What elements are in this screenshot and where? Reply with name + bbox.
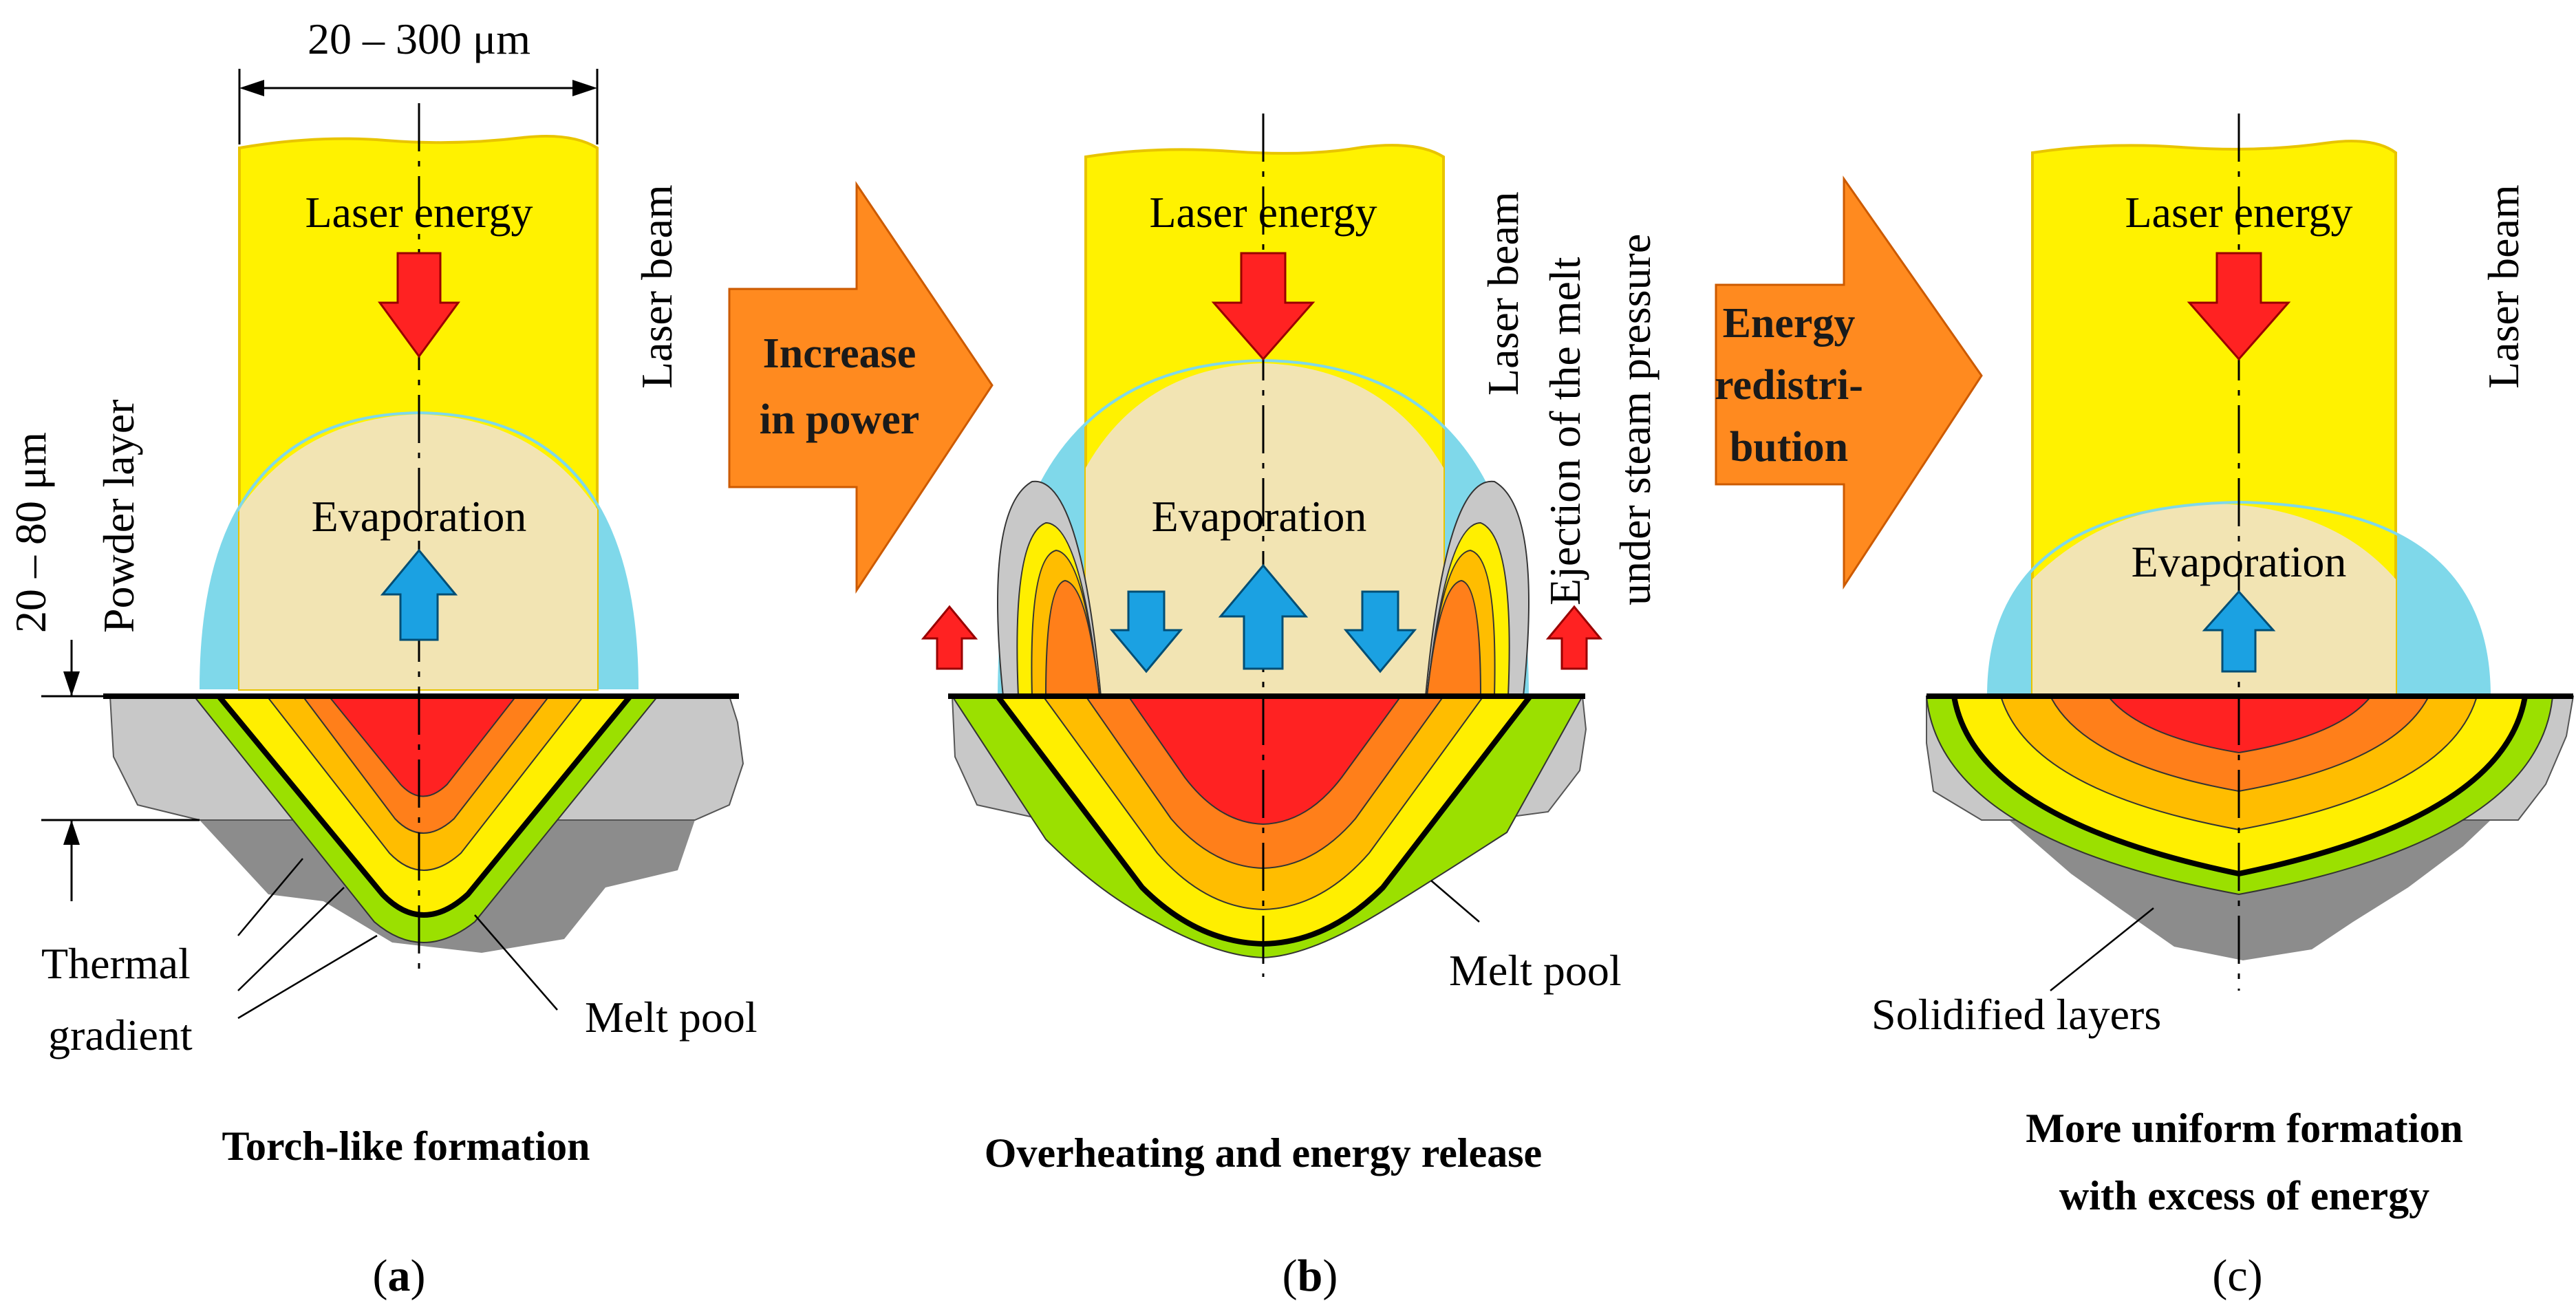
- arrow2-line2: redistri-: [1715, 362, 1863, 409]
- melt-pool-label-a: Melt pool: [585, 993, 758, 1042]
- powder-layer-label: Powder layer: [94, 400, 143, 633]
- caption-a: Torch-like formation: [222, 1123, 590, 1169]
- sublabel-b: (b): [1282, 1251, 1338, 1301]
- thermal-gradient-label-2: gradient: [48, 1011, 193, 1059]
- laser-energy-down-arrow-a: [378, 252, 460, 358]
- panel-b: Laser energy Laser beam Ejection of the …: [921, 114, 1660, 1301]
- evaporation-label-c: Evaporation: [2132, 537, 2347, 586]
- laser-energy-label-c: Laser energy: [2125, 188, 2352, 237]
- arrow1-line2: in power: [760, 396, 920, 443]
- plume-inner-b: [1086, 363, 1443, 696]
- melt-pool-label-b: Melt pool: [1449, 946, 1622, 995]
- plume-inner-c: [2032, 504, 2396, 696]
- ejection-lobes-left: [997, 480, 1102, 697]
- solidified-leader: [2050, 907, 2154, 991]
- arrow2-line3: bution: [1730, 424, 1848, 471]
- caption-c-line1: More uniform formation: [2026, 1106, 2462, 1151]
- depth-dimension-a: 20 – 80 μm: [6, 432, 200, 901]
- ejection-label-2: under steam pressure: [1611, 234, 1660, 605]
- melt-pool-leader-b: [1430, 880, 1480, 923]
- caption-c-line2: with excess of energy: [2059, 1173, 2429, 1218]
- laser-energy-down-arrow-c: [2187, 252, 2291, 361]
- melt-pool-b: [951, 694, 1584, 959]
- caption-b: Overheating and energy release: [985, 1130, 1542, 1176]
- evaporation-up-arrow-b: [1218, 563, 1309, 670]
- transition-arrow-energy-redistribution: Energy redistri- bution: [1715, 175, 1983, 590]
- evaporation-up-arrow-c: [2202, 590, 2276, 673]
- width-dimension-a: 20 – 300 μm: [238, 14, 599, 144]
- solidified-layers-label: Solidified layers: [1871, 990, 2161, 1039]
- laser-beam-label-b: Laser beam: [1479, 191, 1527, 396]
- width-dim-label: 20 – 300 μm: [308, 14, 530, 63]
- transition-arrow-increase-power: Increase in power: [728, 181, 994, 594]
- thermal-gradient-leaders: [237, 858, 558, 1020]
- sublabel-c: (c): [2212, 1251, 2262, 1301]
- laser-beam-label-c: Laser beam: [2479, 184, 2528, 389]
- thermal-gradient-label-1: Thermal: [41, 939, 191, 988]
- laser-energy-label-a: Laser energy: [305, 188, 533, 237]
- ejection-lobes-right: [1424, 480, 1530, 697]
- sublabel-a: (a): [373, 1251, 426, 1301]
- ejection-label-1: Ejection of the melt: [1541, 257, 1589, 605]
- ejection-arrow-left: [921, 605, 978, 670]
- panel-c: Laser energy Laser beam Evaporation Soli…: [1871, 114, 2575, 1301]
- arrow1-line1: Increase: [763, 330, 916, 377]
- depth-dim-label: 20 – 80 μm: [6, 432, 55, 633]
- evaporation-label-a: Evaporation: [312, 492, 527, 541]
- down-arrow-b-left: [1109, 590, 1183, 674]
- down-arrow-b-right: [1343, 590, 1417, 674]
- evaporation-up-arrow-a: [380, 548, 458, 641]
- panel-a: 20 – 300 μm 20 – 80 μm Powder layer Lase…: [6, 14, 758, 1301]
- ejection-arrow-right: [1545, 605, 1603, 670]
- evaporation-label-b: Evaporation: [1152, 492, 1367, 541]
- laser-energy-label-b: Laser energy: [1149, 188, 1377, 237]
- arrow2-line1: Energy: [1723, 300, 1856, 347]
- melt-pool-a: [192, 694, 660, 943]
- laser-beam-label-a: Laser beam: [632, 184, 681, 389]
- laser-energy-down-arrow-b: [1211, 252, 1316, 361]
